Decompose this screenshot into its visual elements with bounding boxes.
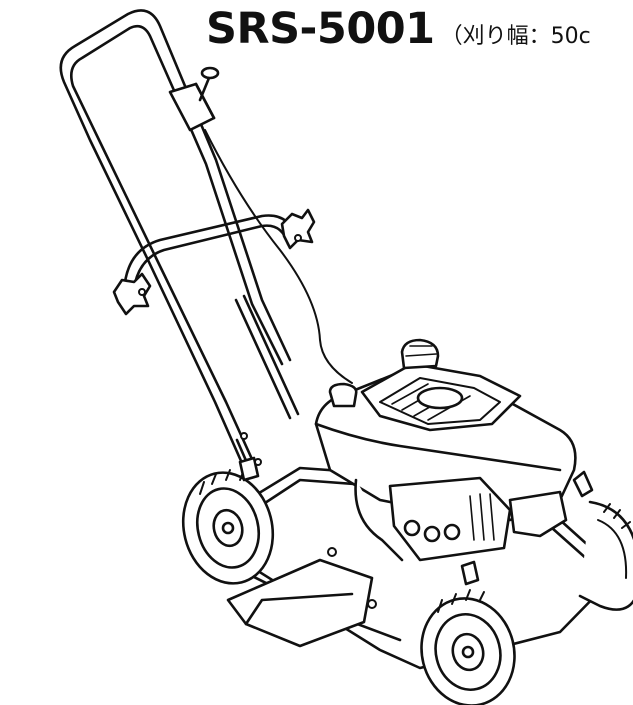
cut-width-note: （刈り幅：50c [440, 24, 591, 49]
model-number: SRS-5001 [206, 4, 435, 54]
handle-knob-right [280, 208, 316, 250]
engine [314, 338, 577, 562]
height-adjuster-levers [238, 456, 594, 586]
product-title: SRS-5001 （刈り幅：50c [206, 8, 591, 51]
wheel-front-left [420, 589, 516, 705]
throttle-control [168, 66, 220, 132]
throttle-cable [204, 129, 353, 384]
wheel-rear-left [181, 469, 275, 585]
bolts [138, 234, 377, 609]
wheel-front-right [578, 500, 633, 611]
handle-knob-left [112, 272, 152, 316]
discharge-flap [226, 558, 374, 648]
handle-assembly [59, 9, 300, 474]
